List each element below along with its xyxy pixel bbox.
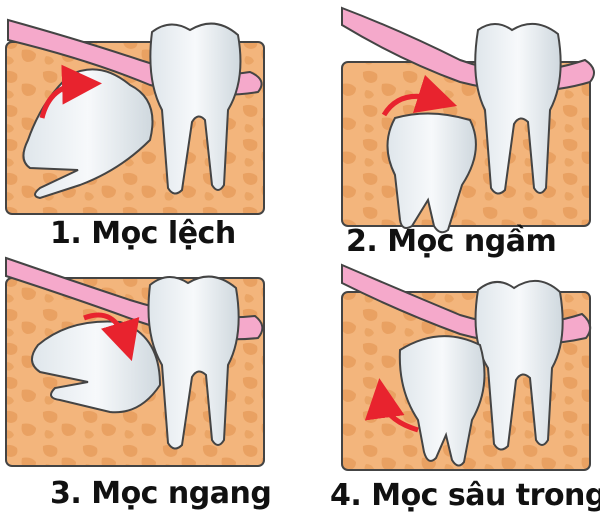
arrow-icon (364, 378, 419, 433)
panel-4-illustration (341, 263, 592, 471)
panel-3-illustration (5, 256, 265, 467)
panel-1-label: 1. Mọc lệch (50, 216, 236, 251)
molar-tooth (474, 280, 564, 451)
wisdom-tooth (398, 335, 486, 467)
arrow-icon (83, 312, 140, 362)
wisdom-tooth (22, 68, 154, 200)
molar-tooth (147, 275, 240, 450)
arrow-icon (39, 64, 102, 119)
molar-tooth (474, 23, 562, 195)
panel-3-label: 3. Mọc ngang (50, 476, 272, 511)
molar-tooth (149, 22, 242, 195)
panel-4-label: 4. Mọc sâu trong (330, 478, 600, 513)
gum (341, 6, 595, 92)
panel-2-label: 2. Mọc ngầm (346, 224, 557, 259)
wisdom-tooth (386, 112, 477, 234)
panel-2-illustration (341, 6, 595, 234)
arrow-icon (381, 74, 458, 117)
panel-1-illustration (5, 18, 265, 215)
